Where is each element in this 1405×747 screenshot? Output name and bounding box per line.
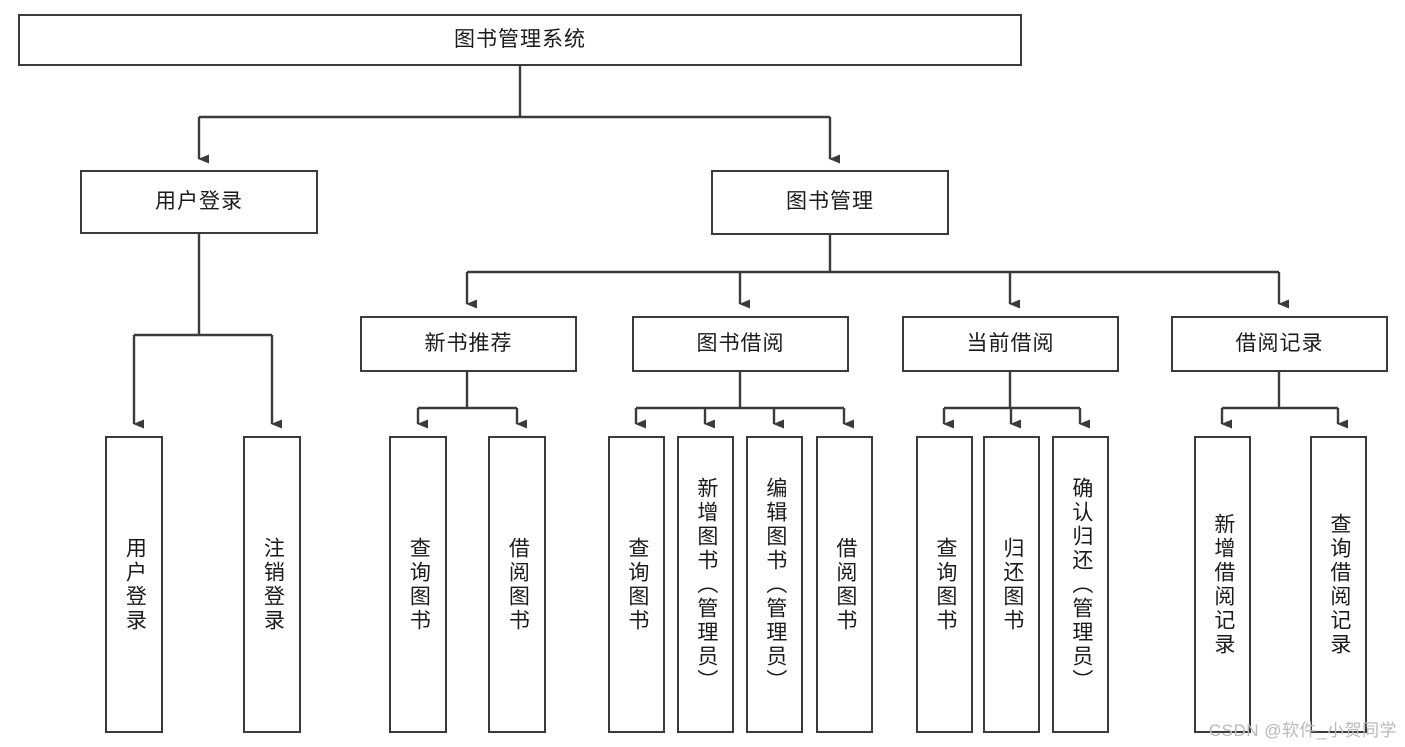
node-leaf-query-borrow-record[interactable]: 查询借阅记录 <box>1310 436 1367 733</box>
node-leaf-query-book-borrow[interactable]: 查询图书 <box>608 436 665 733</box>
node-label: 借阅记录 <box>1235 331 1324 355</box>
node-user-login[interactable]: 用户登录 <box>80 170 318 234</box>
node-new-book-recommendation[interactable]: 新书推荐 <box>360 316 577 372</box>
node-label: 借阅图书 <box>833 536 857 633</box>
node-book-management[interactable]: 图书管理 <box>711 170 949 235</box>
node-root-book-management-system[interactable]: 图书管理系统 <box>18 14 1022 66</box>
node-leaf-add-borrow-record[interactable]: 新增借阅记录 <box>1194 436 1251 733</box>
node-label: 查询图书 <box>407 536 431 633</box>
node-leaf-logout[interactable]: 注销登录 <box>243 436 301 733</box>
node-label: 新书推荐 <box>424 331 513 355</box>
node-current-borrowing[interactable]: 当前借阅 <box>902 316 1119 372</box>
node-label: 确认归还（管理员） <box>1069 476 1093 693</box>
node-leaf-borrow-book-newbook[interactable]: 借阅图书 <box>488 436 546 733</box>
node-label: 查询图书 <box>625 536 649 633</box>
node-leaf-borrow-book[interactable]: 借阅图书 <box>816 436 873 733</box>
node-label: 用户登录 <box>123 536 147 633</box>
node-label: 编辑图书（管理员） <box>763 476 787 693</box>
node-label: 图书管理系统 <box>454 27 586 51</box>
node-leaf-query-book-current[interactable]: 查询图书 <box>916 436 973 733</box>
node-label: 查询借阅记录 <box>1327 512 1351 657</box>
node-label: 归还图书 <box>1000 536 1024 633</box>
node-label: 借阅图书 <box>506 536 530 633</box>
node-leaf-add-book-admin[interactable]: 新增图书（管理员） <box>677 436 734 733</box>
node-leaf-edit-book-admin[interactable]: 编辑图书（管理员） <box>746 436 803 733</box>
node-label: 新增借阅记录 <box>1211 512 1235 657</box>
node-book-borrowing[interactable]: 图书借阅 <box>632 316 849 372</box>
node-leaf-confirm-return-admin[interactable]: 确认归还（管理员） <box>1052 436 1109 733</box>
node-label: 图书借阅 <box>696 331 785 355</box>
node-label: 查询图书 <box>933 536 957 633</box>
node-borrow-records[interactable]: 借阅记录 <box>1171 316 1388 372</box>
node-leaf-query-book-newbook[interactable]: 查询图书 <box>389 436 447 733</box>
node-leaf-user-login[interactable]: 用户登录 <box>105 436 163 733</box>
node-label: 新增图书（管理员） <box>694 476 718 693</box>
node-label: 当前借阅 <box>966 331 1055 355</box>
node-label: 图书管理 <box>786 190 874 214</box>
node-leaf-return-book[interactable]: 归还图书 <box>983 436 1040 733</box>
node-label: 注销登录 <box>261 536 285 633</box>
csdn-watermark: CSDN @软件_小贺同学 <box>1208 721 1397 740</box>
node-label: 用户登录 <box>155 189 243 213</box>
